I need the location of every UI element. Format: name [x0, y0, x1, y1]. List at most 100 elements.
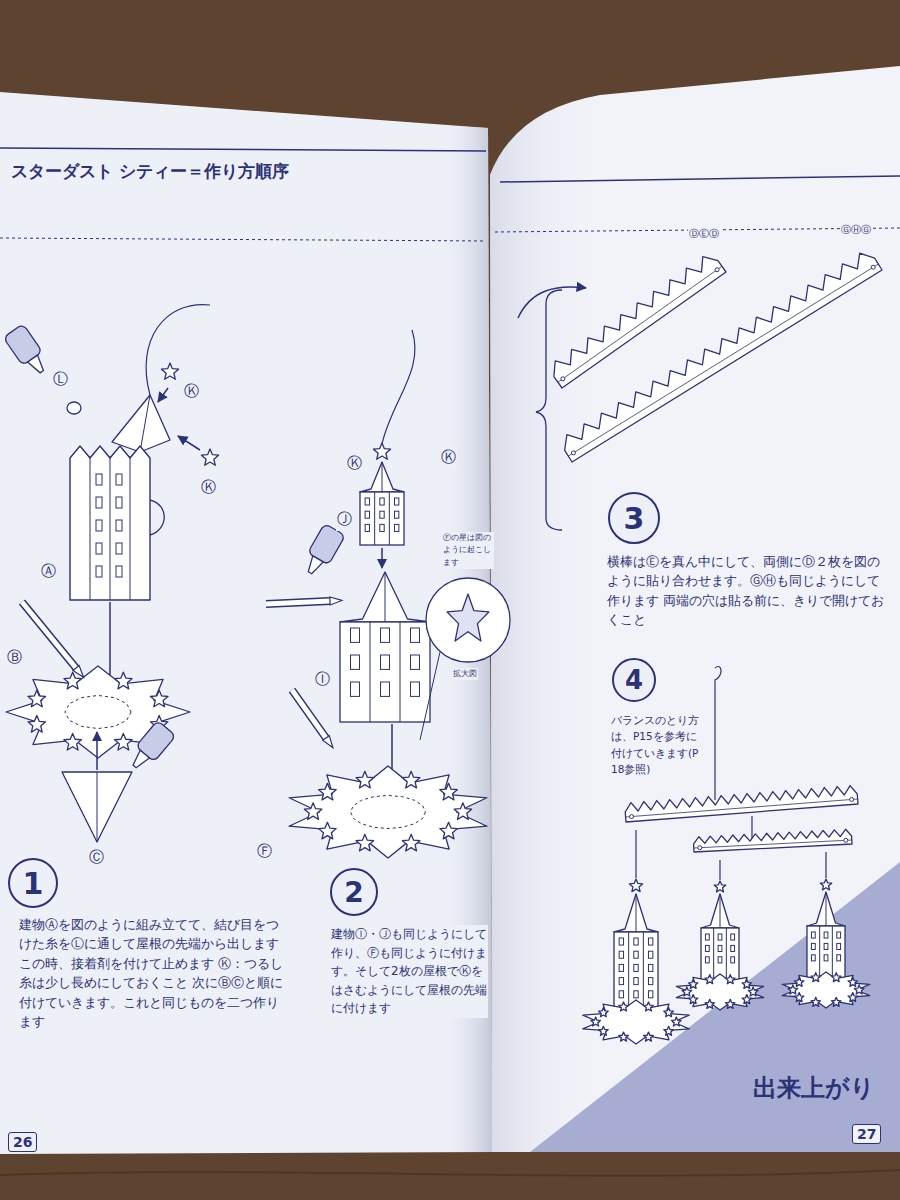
bar-hole — [871, 265, 875, 269]
left-page — [0, 92, 492, 1154]
small-star — [705, 999, 715, 1008]
bar-hole — [850, 797, 854, 801]
small-star — [811, 973, 821, 982]
small-star — [848, 977, 858, 986]
bar-hole — [715, 268, 719, 272]
window — [380, 498, 384, 505]
small-star — [201, 449, 218, 465]
tower-roof — [360, 462, 404, 492]
small-star — [629, 879, 642, 892]
callout-letter: Ⓕ — [256, 840, 273, 863]
sawtooth-bar — [565, 253, 882, 462]
window — [837, 932, 841, 938]
window — [648, 964, 652, 971]
window — [634, 964, 638, 971]
page-number: 26 — [8, 1132, 37, 1152]
sawtooth-bar — [625, 786, 858, 822]
glue-bottle — [125, 720, 176, 774]
window — [394, 524, 398, 531]
star-base — [583, 1000, 690, 1044]
raised-star — [447, 594, 489, 641]
callout-letter: Ⓚ — [440, 446, 457, 469]
window — [634, 978, 638, 985]
pencil — [22, 602, 76, 668]
small-star — [319, 783, 337, 800]
sawtooth-bar — [694, 829, 852, 852]
small-star — [725, 975, 735, 984]
tower-roof — [340, 572, 430, 622]
tower-body — [360, 492, 404, 545]
window — [705, 945, 709, 951]
tower-edge — [643, 932, 644, 1008]
window — [731, 957, 735, 963]
bar-fold — [694, 840, 852, 848]
shade-band — [530, 862, 900, 1152]
window — [648, 978, 652, 985]
small-star — [848, 993, 858, 1002]
wrap-flap — [150, 500, 164, 535]
small-star — [664, 1008, 674, 1017]
dotted-outline — [351, 795, 426, 828]
small-star — [591, 1017, 601, 1026]
page-number: 27 — [852, 1124, 881, 1144]
arrow — [381, 548, 383, 568]
cone-edge — [97, 772, 98, 842]
window — [116, 543, 122, 554]
star-base — [676, 974, 763, 1010]
tower-edge — [832, 926, 833, 978]
step-number: 2 — [330, 868, 378, 916]
bar-hole — [561, 377, 565, 381]
window — [411, 682, 420, 696]
tower-edge — [726, 928, 727, 980]
window — [619, 938, 623, 945]
small-star — [742, 995, 752, 1004]
thread — [719, 860, 720, 880]
small-star — [672, 1017, 682, 1026]
roof-edge — [385, 572, 386, 622]
bar-hole — [844, 838, 848, 842]
window — [96, 474, 102, 485]
small-star — [161, 363, 178, 379]
bar-hole — [698, 846, 702, 850]
window — [351, 628, 360, 642]
rule-line — [0, 148, 486, 151]
thread — [146, 305, 210, 395]
window — [731, 945, 735, 951]
step-number-text: 2 — [344, 876, 363, 909]
window — [96, 520, 102, 531]
window — [96, 543, 102, 554]
pencil-body — [292, 690, 326, 738]
small-star — [28, 715, 45, 732]
window — [619, 978, 623, 985]
small-star — [454, 803, 472, 820]
leader-line — [420, 652, 440, 740]
window — [394, 498, 398, 505]
small-star — [599, 1008, 609, 1017]
window — [648, 991, 652, 998]
callout-letter: Ⓛ — [52, 368, 69, 391]
bottle-nozzle — [305, 556, 323, 576]
tower-edge — [389, 492, 390, 545]
page-number-text: 27 — [857, 1126, 876, 1142]
small-star — [820, 879, 831, 890]
window — [380, 511, 384, 518]
window — [411, 628, 420, 642]
small-star — [854, 985, 864, 994]
window — [351, 682, 360, 696]
thread — [382, 330, 415, 444]
tower-roof — [701, 894, 739, 928]
small-star — [599, 1026, 609, 1035]
tower-body — [340, 622, 430, 722]
illustration — [3, 253, 900, 1152]
bracket — [536, 290, 562, 530]
step-number-text: 4 — [625, 665, 643, 695]
small-star — [831, 997, 841, 1006]
part-letters: ⒹⒺⒹ — [688, 226, 720, 242]
small-star — [725, 999, 735, 1008]
window — [648, 951, 652, 958]
window — [411, 655, 420, 669]
window — [837, 943, 841, 949]
tower-body — [701, 928, 739, 980]
curved-arrow — [518, 287, 586, 318]
